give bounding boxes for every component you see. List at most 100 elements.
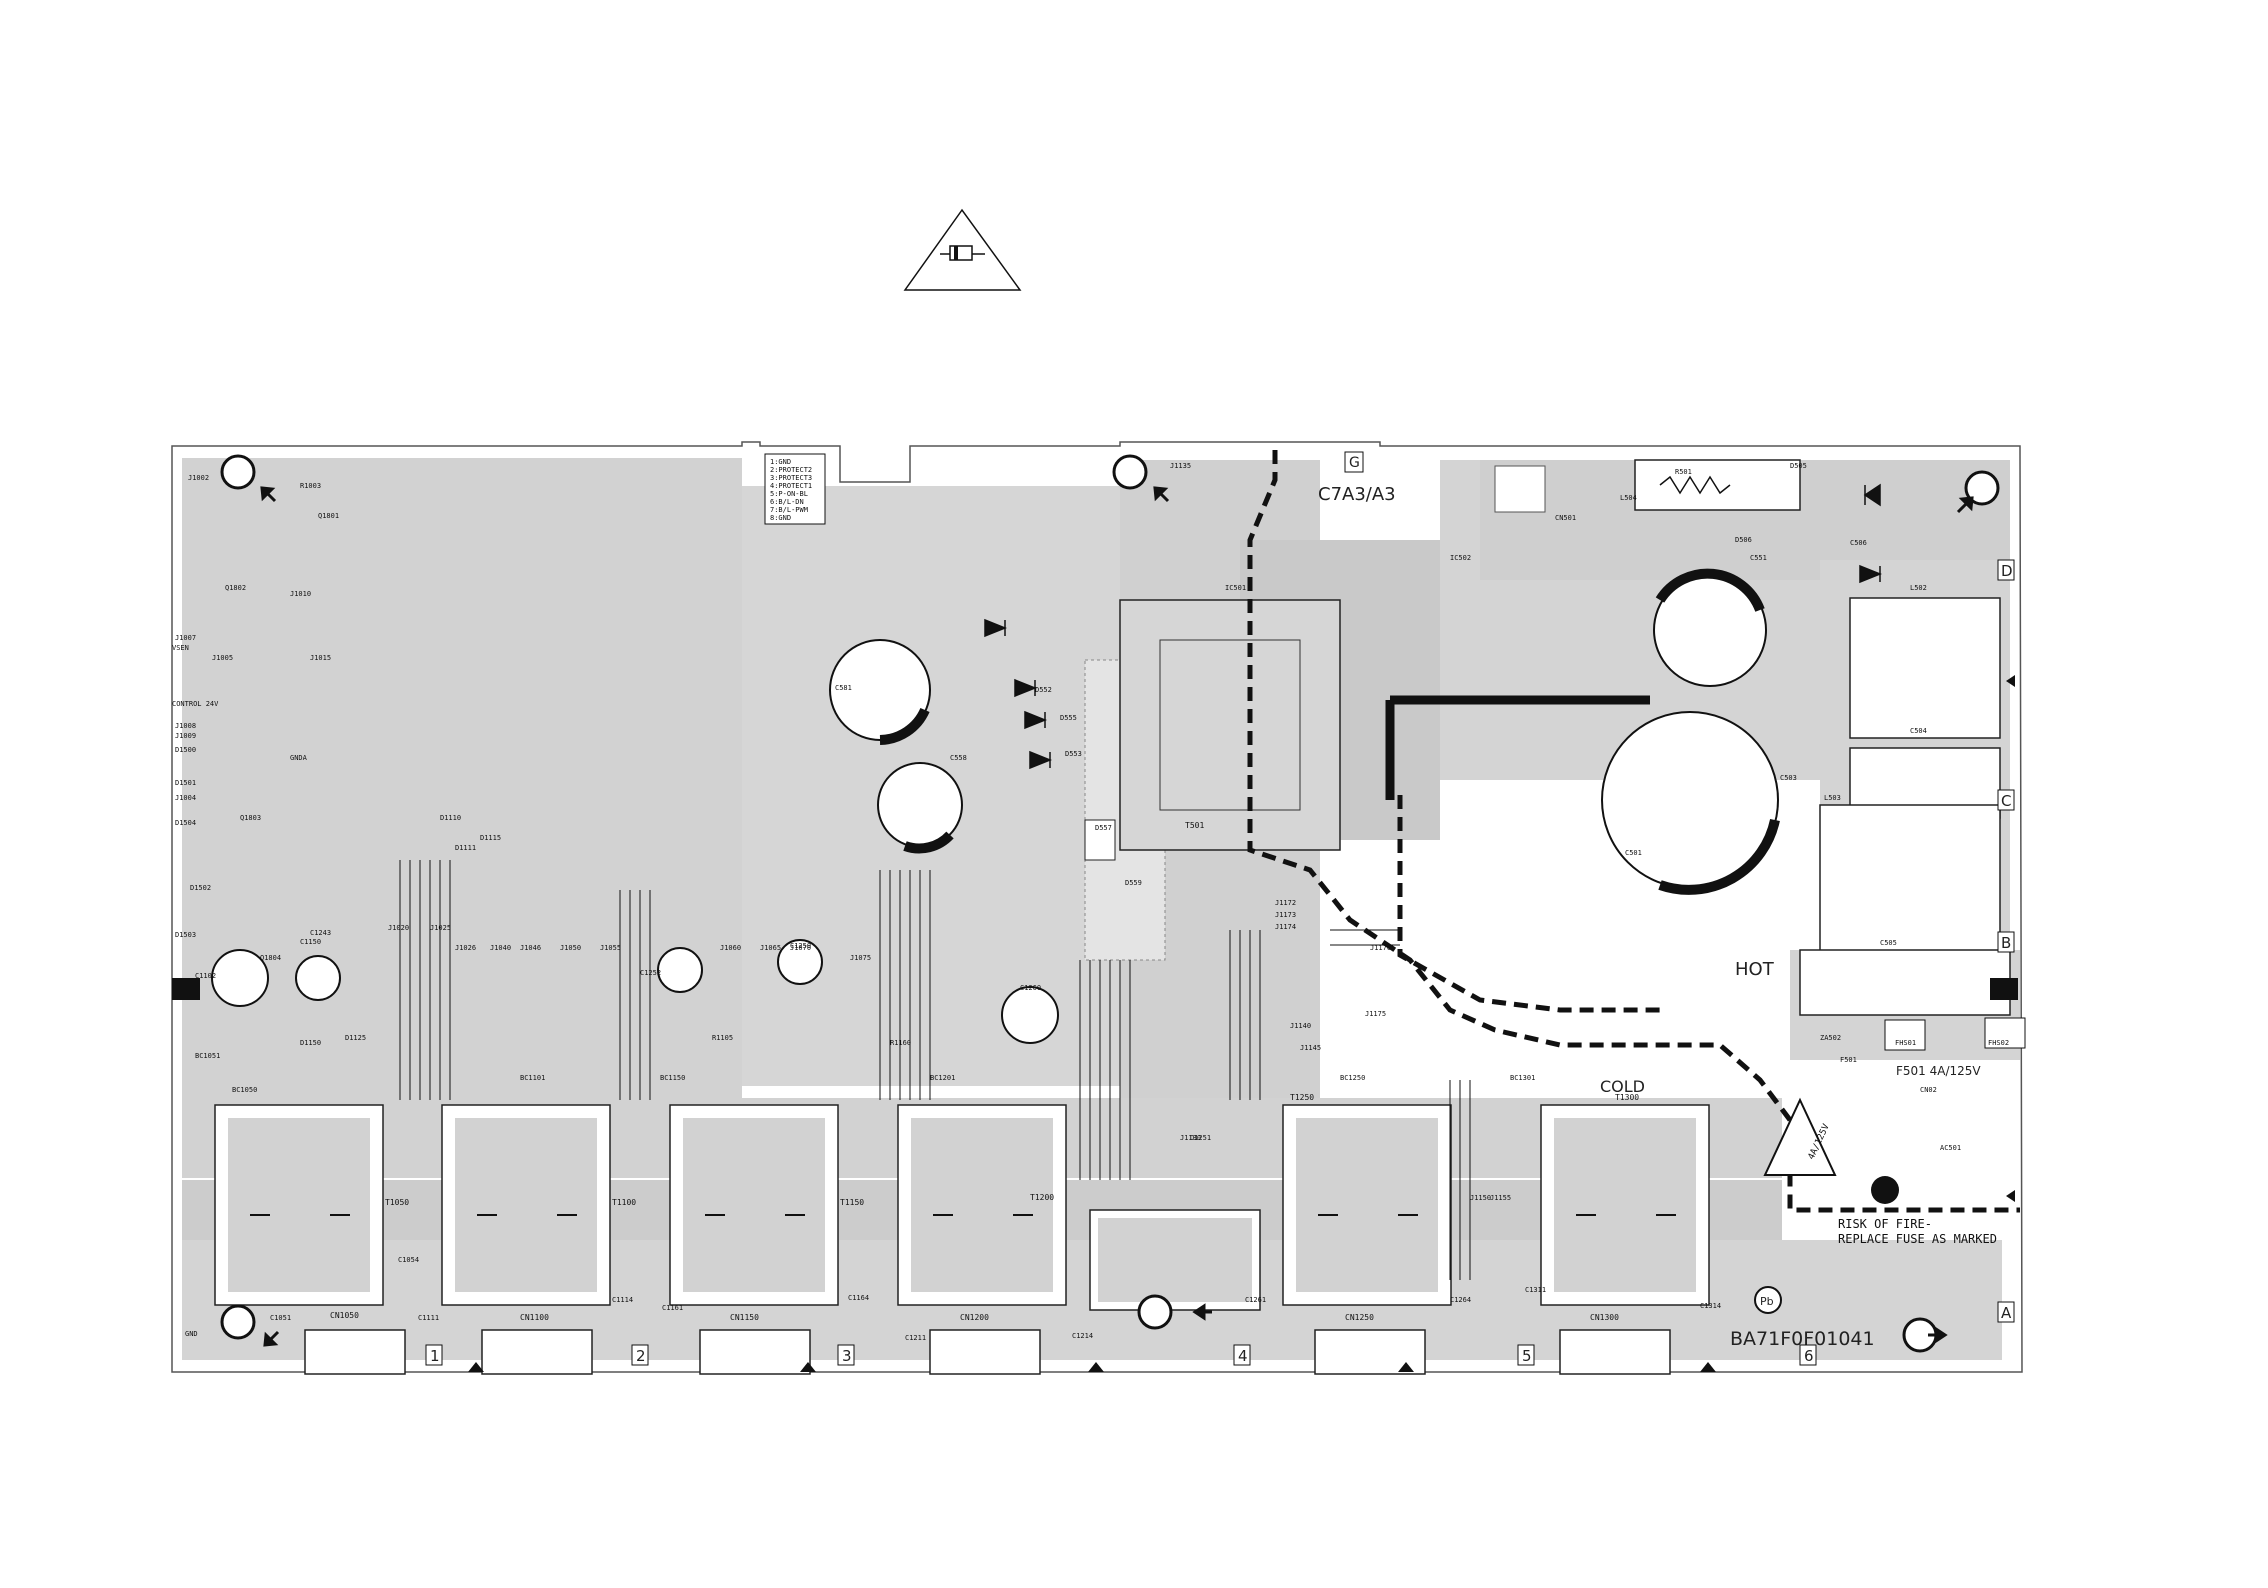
component-ref: Q1802	[225, 584, 246, 592]
component-ref: J1015	[310, 654, 331, 662]
component-ref: D1251	[1190, 1134, 1211, 1142]
component-ref: D506	[1735, 536, 1752, 544]
transformer-ref: T1050	[385, 1198, 409, 1207]
line-filters	[1634, 459, 2026, 1051]
transformer-t1250	[1282, 1104, 1452, 1375]
component-ref: D552	[1035, 686, 1052, 694]
component-ref: J1008	[175, 722, 196, 730]
edge-number: 1	[430, 1347, 440, 1365]
electrolytic-capacitors	[211, 568, 1780, 1044]
component-ref: IC501	[1225, 584, 1246, 592]
corner-arrows	[260, 486, 1974, 1347]
component-ref: C1111	[418, 1314, 439, 1322]
component-ref: L502	[1910, 584, 1927, 592]
component-ref: D1501	[175, 779, 196, 787]
component-ref: C1264	[1450, 1296, 1471, 1304]
connector-ref: CN1050	[330, 1311, 359, 1320]
edge-markers	[172, 675, 2018, 1372]
component-ref: C1252	[640, 969, 661, 977]
component-ref: C506	[1850, 539, 1867, 547]
component-ref: J1046	[520, 944, 541, 952]
component-ref: J1135	[1170, 462, 1191, 470]
component-ref: J1020	[388, 924, 409, 932]
component-ref: J1172	[1275, 899, 1296, 907]
component-ref: J1173	[1275, 911, 1296, 919]
connector-ref: CN1150	[730, 1313, 759, 1322]
fuse-rating: F501 4A/125V	[1896, 1064, 1981, 1078]
protect-row: 4:PROTECT1	[770, 482, 812, 490]
cold-label: COLD	[1600, 1077, 1645, 1096]
fuse-warning-icon: 4A/125V	[1763, 1097, 1837, 1176]
edge-number-labels: 1 2 3 4 5 6	[425, 1344, 1817, 1366]
transformer-t1300	[1540, 1104, 1710, 1375]
component-ref: D1502	[190, 884, 211, 892]
edge-letter: B	[2001, 934, 2011, 952]
edge-letter: D	[2001, 562, 2013, 580]
component-ref: D1150	[300, 1039, 321, 1047]
transformer-t1050	[214, 1104, 406, 1375]
component-ref: J1009	[175, 732, 196, 740]
component-ref: J1140	[1290, 1022, 1311, 1030]
connector-ref: CN1250	[1345, 1313, 1374, 1322]
component-ref: BC1201	[930, 1074, 955, 1082]
component-ref: J1050	[560, 944, 581, 952]
component-ref: D1504	[175, 819, 196, 827]
component-ref: C1114	[612, 1296, 633, 1304]
component-ref: J1026	[455, 944, 476, 952]
component-ref: D557	[1095, 824, 1112, 832]
protect-connector-table: 1:GND 2:PROTECT2 3:PROTECT3 4:PROTECT1 5…	[764, 453, 826, 525]
transformer-ref: T1300	[1615, 1093, 1639, 1102]
edge-letter: A	[2001, 1304, 2012, 1322]
component-ref: D559	[1125, 879, 1142, 887]
transformer-ref: T1100	[612, 1198, 636, 1207]
mounting-holes	[220, 454, 2000, 1353]
component-ref: J1145	[1300, 1044, 1321, 1052]
component-ref: IC502	[1450, 554, 1471, 562]
pb-free-mark: Pb	[1760, 1295, 1774, 1308]
connector-ref: CN1200	[960, 1313, 989, 1322]
section-letter: G	[1349, 455, 1360, 471]
component-ref: J1175	[1365, 1010, 1386, 1018]
component-ref: L503	[1824, 794, 1841, 802]
component-ref: CN02	[1920, 1086, 1937, 1094]
component-ref: R1105	[712, 1034, 733, 1042]
component-ref: GND	[185, 1330, 198, 1338]
component-ref: J1155	[1490, 1194, 1511, 1202]
transformer-t1150	[669, 1104, 839, 1375]
component-ref: Q1803	[240, 814, 261, 822]
edge-number: 2	[636, 1347, 646, 1365]
transformer-t1200	[897, 1104, 1067, 1375]
transformer-t501	[1084, 599, 1341, 861]
board-id: BA71F0F01041	[1730, 1328, 1875, 1350]
component-ref: C1261	[1245, 1296, 1266, 1304]
component-ref: C581	[835, 684, 852, 692]
component-ref: D1125	[345, 1034, 366, 1042]
component-ref: J1070	[790, 944, 811, 952]
edge-number: 5	[1522, 1347, 1532, 1365]
component-ref: C1260	[1020, 984, 1041, 992]
component-ref: D505	[1790, 462, 1807, 470]
isolation-boundary	[1247, 450, 2020, 1213]
component-ref: C1214	[1072, 1332, 1093, 1340]
protect-row: 8:GND	[770, 514, 791, 522]
component-ref: C501	[1625, 849, 1642, 857]
component-ref: C504	[1910, 727, 1927, 735]
edge-number: 3	[842, 1347, 852, 1365]
component-ref: C1311	[1525, 1286, 1546, 1294]
component-ref: D1110	[440, 814, 461, 822]
component-ref: C1243	[310, 929, 331, 937]
transformer-ref: T1250	[1290, 1093, 1314, 1102]
risk-warning-line-2: REPLACE FUSE AS MARKED	[1838, 1232, 1997, 1246]
risk-warning-line-1: RISK OF FIRE-	[1838, 1217, 1932, 1231]
mid-area-labels: J1020 J1025 J1026 J1040 J1046 J1050 J105…	[270, 462, 1721, 1342]
trace-bundles	[399, 860, 1471, 1280]
protect-row: 2:PROTECT2	[770, 466, 812, 474]
edge-letter: C	[2001, 792, 2011, 810]
transformer-center-box	[1089, 1209, 1261, 1311]
transformer-t1100	[441, 1104, 611, 1375]
component-ref: J1007	[175, 634, 196, 642]
component-ref: C551	[1750, 554, 1767, 562]
component-ref: R501	[1675, 468, 1692, 476]
component-ref: J1002	[188, 474, 209, 482]
component-ref: J1005	[212, 654, 233, 662]
